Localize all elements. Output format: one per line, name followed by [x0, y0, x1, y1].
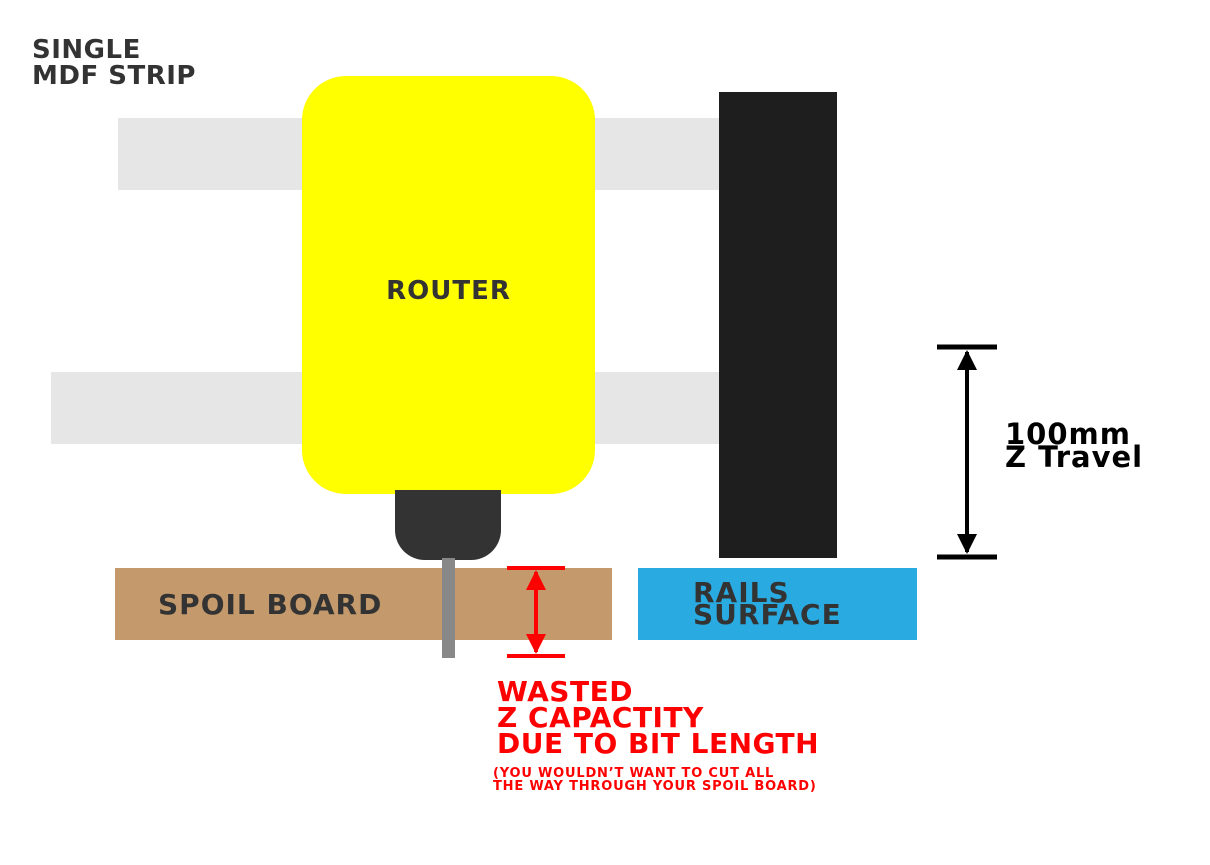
rails-surface-label: RAILS SURFACE [693, 576, 842, 631]
wasted-line-2: Z CAPACTITY [497, 701, 704, 734]
title-line-2: MDF STRIP [32, 61, 196, 91]
z-travel-label: 100mm Z Travel [1005, 417, 1144, 474]
router-label: ROUTER [386, 276, 511, 306]
z-travel-line-1: 100mm [1005, 417, 1131, 451]
wasted-capacity-label: WASTED Z CAPACTITY DUE TO BIT LENGTH [497, 675, 820, 760]
wasted-note: (YOU WOULDN’T WANT TO CUT ALL THE WAY TH… [493, 767, 817, 793]
spoil-board-label: SPOIL BOARD [158, 588, 383, 621]
rails-surface [638, 568, 917, 640]
wasted-line-3: DUE TO BIT LENGTH [497, 727, 820, 760]
rails-label-line-2: SURFACE [693, 598, 842, 631]
wasted-z-dimension [507, 566, 565, 658]
router-bit [442, 558, 455, 658]
rails-label-line-1: RAILS [693, 576, 790, 609]
z-travel-dimension [937, 344, 997, 560]
diagram-title: SINGLE MDF STRIP [32, 37, 196, 89]
title-line-1: SINGLE [32, 35, 141, 65]
rail-post [719, 92, 837, 558]
wasted-line-1: WASTED [497, 675, 633, 708]
wasted-note-line-1: (YOU WOULDN’T WANT TO CUT ALL [493, 766, 775, 781]
z-travel-line-2: Z Travel [1005, 440, 1144, 474]
wasted-note-line-2: THE WAY THROUGH YOUR SPOIL BOARD) [493, 779, 817, 794]
router-body [302, 76, 595, 494]
router-collet [395, 490, 501, 560]
